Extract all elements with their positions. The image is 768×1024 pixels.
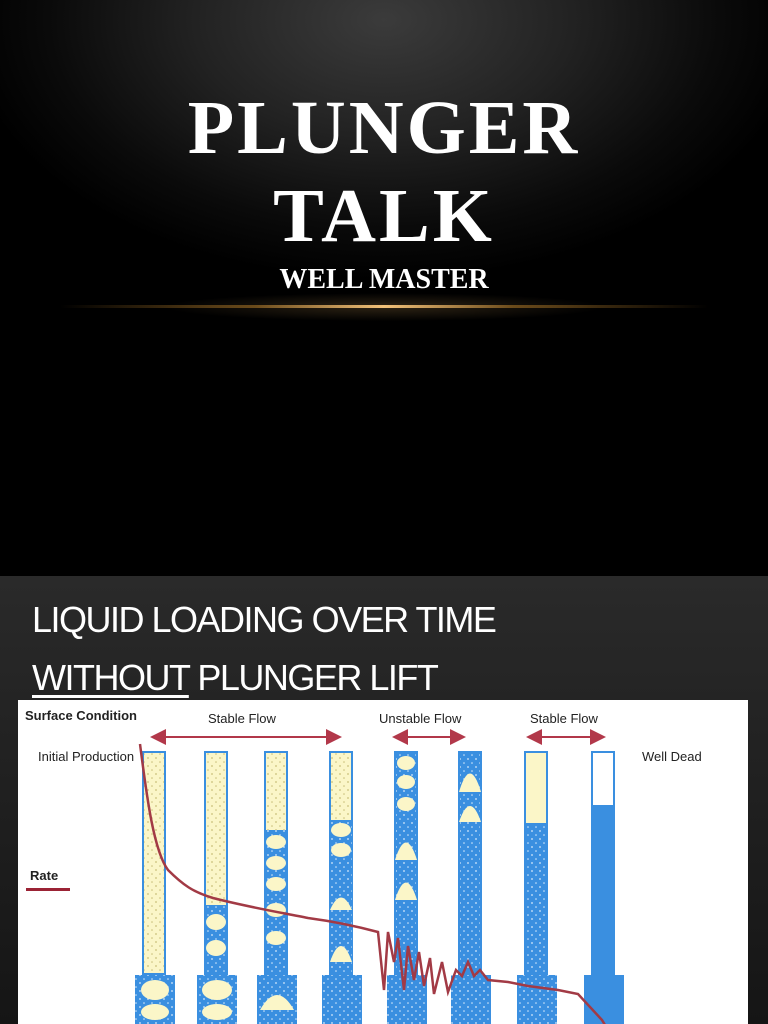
rate-legend-swatch bbox=[26, 888, 70, 891]
initial-production-label: Initial Production bbox=[38, 749, 135, 764]
tubes-svg bbox=[135, 729, 624, 1024]
unstable-flow-label: Unstable Flow bbox=[379, 711, 462, 726]
tube-1 bbox=[135, 751, 175, 1024]
tube-8 bbox=[584, 751, 624, 1024]
liquid-loading-diagram: Surface Condition Stable Flow Unstable F… bbox=[18, 700, 748, 1024]
title-slide bbox=[0, 0, 768, 576]
well-dead-label: Well Dead bbox=[642, 749, 702, 764]
tube-7 bbox=[517, 751, 557, 1024]
tube-6 bbox=[451, 751, 491, 1024]
stable-flow-label-left: Stable Flow bbox=[208, 711, 276, 726]
tube-3 bbox=[257, 751, 297, 1024]
slide-heading-line1: LIQUID LOADING OVER TIME bbox=[32, 599, 497, 640]
slide-subtitle: WELL MASTER bbox=[279, 264, 489, 295]
rate-legend-label: Rate bbox=[30, 868, 59, 883]
tube-4 bbox=[322, 751, 362, 1024]
slide-title-line1: PLUNGER bbox=[187, 86, 581, 170]
rate-curve bbox=[138, 743, 606, 1024]
stable-flow-label-right: Stable Flow bbox=[530, 711, 598, 726]
slide-heading-line2: WITHOUT PLUNGER LIFT bbox=[32, 656, 439, 700]
title-divider bbox=[60, 305, 708, 308]
slide-title-line2: TALK bbox=[273, 174, 495, 258]
tube-2 bbox=[197, 751, 237, 1024]
surface-condition-label: Surface Condition bbox=[25, 708, 137, 723]
heading-rest: PLUNGER LIFT bbox=[188, 657, 439, 698]
tube-5 bbox=[387, 751, 427, 1024]
heading-underlined-word: WITHOUT bbox=[32, 657, 190, 698]
